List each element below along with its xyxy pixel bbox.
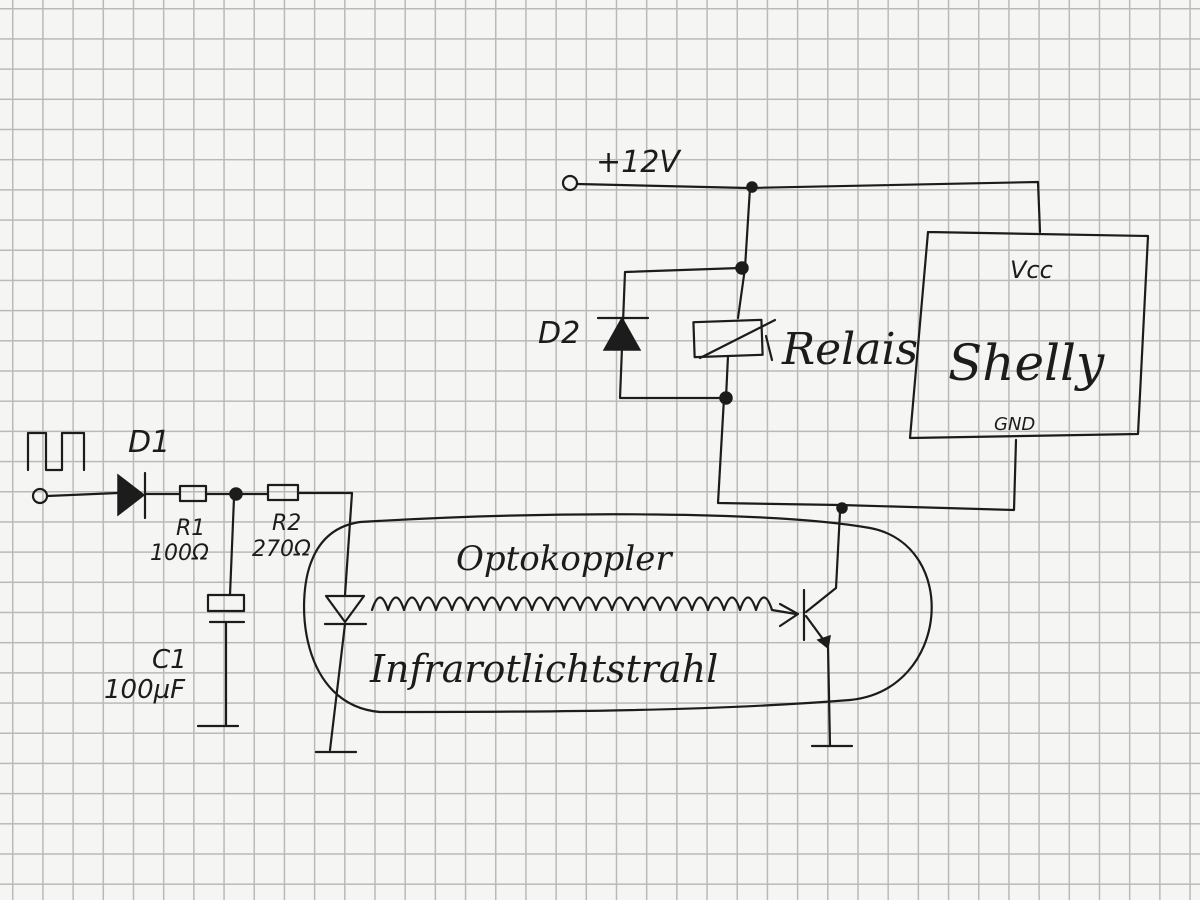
- wire-led-ground: [328, 622, 347, 752]
- wire-c1-top: [228, 496, 236, 597]
- shelly-vcc-label: Vcc: [1010, 256, 1053, 284]
- c1-capacitor-body: [206, 593, 246, 613]
- phototransistor-collector: [804, 510, 842, 614]
- r1-name-label: R1: [176, 516, 205, 541]
- d1-diode-symbol: [117, 473, 146, 517]
- r2-value-label: 270Ω: [252, 537, 311, 562]
- optocoupler-label: Optokoppler: [456, 539, 673, 579]
- r2-name-label: R2: [272, 511, 301, 536]
- opto-led-symbol: [324, 594, 366, 624]
- relay-label: Relais: [781, 324, 918, 375]
- phototransistor-emitter: [804, 614, 832, 747]
- wire-relay-top: [736, 186, 752, 320]
- phototransistor-emitter-arrow: [816, 634, 831, 650]
- junction-collector: [836, 502, 848, 514]
- shelly-gnd-label: GND: [994, 414, 1035, 435]
- relay-coil-slash: [698, 318, 777, 360]
- r1-value-label: 100Ω: [150, 541, 209, 566]
- supply-terminal: [561, 174, 579, 192]
- wire-collector: [716, 396, 1018, 512]
- ir-beam-label: Infrarotlichtstrahl: [369, 647, 718, 691]
- wire-r2-led: [296, 491, 354, 597]
- junction-supply: [746, 181, 758, 193]
- r2-resistor: [266, 483, 300, 502]
- wire-input: [45, 491, 120, 498]
- wire-relay-bottom: [724, 354, 730, 400]
- c1-value-label: 100µF: [104, 675, 186, 705]
- c1-name-label: C1: [152, 645, 187, 675]
- d2-diode-symbol: [602, 316, 642, 351]
- ir-beam-arrowhead: [778, 602, 800, 628]
- junction-r1-r2: [229, 487, 243, 501]
- supply-label: +12V: [596, 145, 682, 180]
- d1-label: D1: [128, 425, 170, 460]
- optocoupler-enclosure: [303, 513, 933, 714]
- supply-rail: [575, 180, 1042, 234]
- junction-relay-bottom: [719, 391, 733, 405]
- shelly-label: Shelly: [948, 334, 1105, 392]
- ir-beam-wave: [370, 596, 798, 616]
- r1-resistor: [178, 484, 208, 503]
- shelly-module: [908, 230, 1150, 440]
- relay-tick: [764, 334, 774, 362]
- relay-coil: [692, 318, 764, 359]
- pulse-signal-symbol: [26, 431, 86, 472]
- input-terminal: [31, 487, 49, 505]
- wire-d2-loop: [618, 266, 742, 400]
- d2-label: D2: [538, 316, 580, 351]
